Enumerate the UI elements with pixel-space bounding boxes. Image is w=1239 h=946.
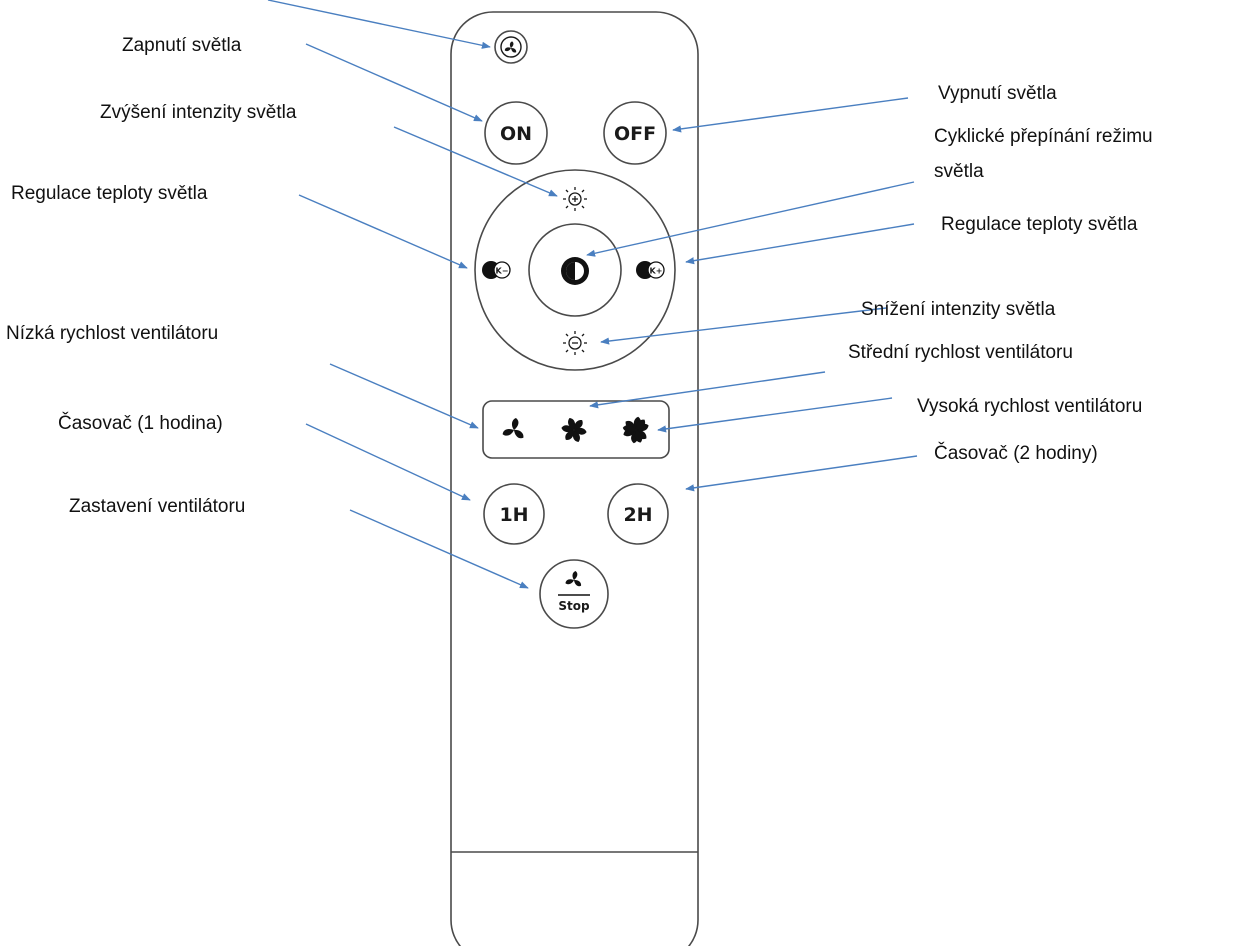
timer-2h-button[interactable]: 2H xyxy=(607,483,669,545)
label-color-temp-left: Regulace teploty světla xyxy=(11,183,208,204)
arrow-temp-right xyxy=(685,223,915,265)
sun-minus-icon xyxy=(563,331,587,355)
on-button[interactable]: ON xyxy=(484,101,548,165)
arrow-temp-left xyxy=(298,194,468,269)
callout-labels: Zapnutí světla Vypnutí světla Zvýšení in… xyxy=(6,35,1153,517)
arrow-light-mode xyxy=(586,181,915,257)
label-fan-low: Nízká rychlost ventilátoru xyxy=(6,323,218,344)
label-fan-stop: Zastavení ventilátoru xyxy=(69,496,245,517)
arrow-off xyxy=(672,97,909,133)
label-fan-medium: Střední rychlost ventilátoru xyxy=(848,342,1073,363)
arrow-timer-1h xyxy=(305,423,471,501)
off-button-label: OFF xyxy=(614,123,656,145)
arrow-fan-low xyxy=(329,363,479,429)
callout-arrows xyxy=(267,0,918,589)
label-brightness-up: Zvýšení intenzity světla xyxy=(100,102,297,123)
kelvin-plus-label: K+ xyxy=(650,267,663,276)
fan-stop-button[interactable]: Stop xyxy=(539,559,609,629)
light-mode-button[interactable] xyxy=(531,226,619,314)
on-button-label: ON xyxy=(500,123,532,145)
color-temp-minus-button[interactable]: K− xyxy=(482,261,511,279)
light-mode-icon xyxy=(561,257,589,285)
label-timer-2h: Časovač (2 hodiny) xyxy=(934,442,1098,464)
timer-1h-button[interactable]: 1H xyxy=(483,483,545,545)
arrow-fan-medium xyxy=(589,371,826,409)
kelvin-minus-label: K− xyxy=(496,267,509,276)
off-button[interactable]: OFF xyxy=(603,101,667,165)
fan-reverse-button[interactable] xyxy=(494,30,528,64)
color-temp-plus-button[interactable]: K+ xyxy=(636,261,665,279)
label-color-temp-right: Regulace teploty světla xyxy=(941,214,1138,235)
label-fan-high: Vysoká rychlost ventilátoru xyxy=(917,396,1142,417)
brightness-down-button[interactable] xyxy=(563,331,587,355)
timer-2h-label: 2H xyxy=(623,504,652,526)
label-brightness-down: Snížení intenzity světla xyxy=(861,299,1056,320)
arrow-stop xyxy=(349,509,529,589)
fan-stop-label: Stop xyxy=(558,599,590,613)
arrow-top-button xyxy=(267,0,491,49)
brightness-up-button[interactable] xyxy=(563,187,587,211)
arrow-timer-2h xyxy=(685,455,918,492)
remote-body xyxy=(450,11,699,946)
arrow-brightness-up xyxy=(393,126,558,197)
label-light-mode-line1: Cyklické přepínání režimu xyxy=(934,126,1153,147)
label-timer-1h: Časovač (1 hodina) xyxy=(58,412,223,434)
arrow-fan-high xyxy=(657,397,893,433)
label-light-off: Vypnutí světla xyxy=(938,83,1057,104)
arrow-brightness-down xyxy=(600,307,887,345)
arrow-on xyxy=(305,43,483,122)
timer-1h-label: 1H xyxy=(499,504,528,526)
label-light-mode-line2: světla xyxy=(934,161,984,182)
label-light-on: Zapnutí světla xyxy=(122,35,242,56)
sun-plus-icon xyxy=(563,187,587,211)
